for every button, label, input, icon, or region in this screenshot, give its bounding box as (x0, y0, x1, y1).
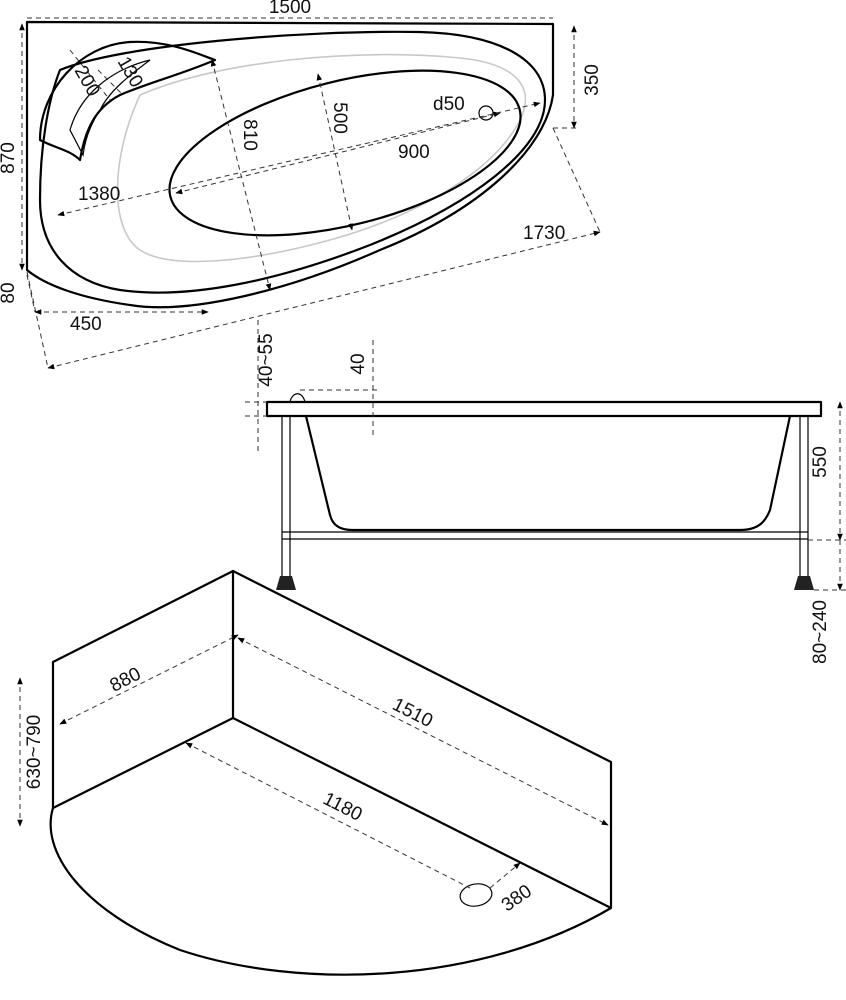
dim-200-line (69, 49, 111, 101)
label-380: 380 (498, 881, 536, 916)
panel-back-right (232, 570, 613, 910)
dim-810-line (210, 59, 272, 291)
dim-500-line (316, 73, 354, 231)
label-40: 40 (348, 353, 369, 374)
label-1380: 1380 (78, 184, 120, 205)
label-870: 870 (0, 142, 19, 174)
panel-floor-curve (49, 807, 612, 976)
dim-80-line (26, 274, 36, 313)
label-810: 810 (239, 119, 260, 151)
dim-1380-line (57, 101, 541, 217)
label-880: 880 (107, 664, 145, 697)
label-550: 550 (810, 446, 831, 478)
tub-basin-oval (168, 69, 522, 237)
label-350: 350 (582, 64, 603, 96)
label-1500: 1500 (269, 0, 311, 18)
dim-1730-ext-left (26, 271, 49, 369)
label-200: 200 (70, 62, 104, 100)
label-d50: d50 (433, 94, 465, 115)
dim-1510-line (237, 637, 609, 826)
foot-right (794, 576, 814, 590)
dim-380-line (489, 862, 521, 889)
rim-lip (289, 393, 306, 403)
panel-back-left (51, 569, 235, 810)
panel-view: 880 1510 630~790 1180 380 (17, 569, 613, 976)
floor-hole (459, 883, 493, 907)
label-630-790: 630~790 (24, 715, 45, 790)
label-40-55: 40~55 (256, 333, 277, 386)
label-80-240: 80~240 (810, 600, 831, 664)
label-1510: 1510 (389, 694, 436, 732)
top-view: 1500 870 350 d50 900 500 810 1380 1730 8… (0, 0, 603, 370)
label-900: 900 (398, 142, 430, 163)
tub-rim-outline (38, 30, 547, 294)
foot-left (276, 576, 296, 590)
dim-130-line (97, 69, 123, 95)
dim-1730-line (47, 230, 601, 370)
label-500: 500 (329, 102, 350, 134)
label-450: 450 (70, 314, 102, 335)
label-80: 80 (0, 282, 19, 303)
tub-body-side (304, 415, 792, 532)
label-1180: 1180 (320, 788, 366, 825)
dim-1730-ext-right (552, 127, 601, 233)
dim-880-line (59, 634, 239, 725)
dim-1180-line (185, 742, 471, 889)
drain-circle (478, 105, 494, 121)
tub-rim-bar (265, 400, 823, 418)
label-1730: 1730 (523, 223, 565, 244)
side-view: 40~55 40 550 80~240 (245, 320, 846, 664)
